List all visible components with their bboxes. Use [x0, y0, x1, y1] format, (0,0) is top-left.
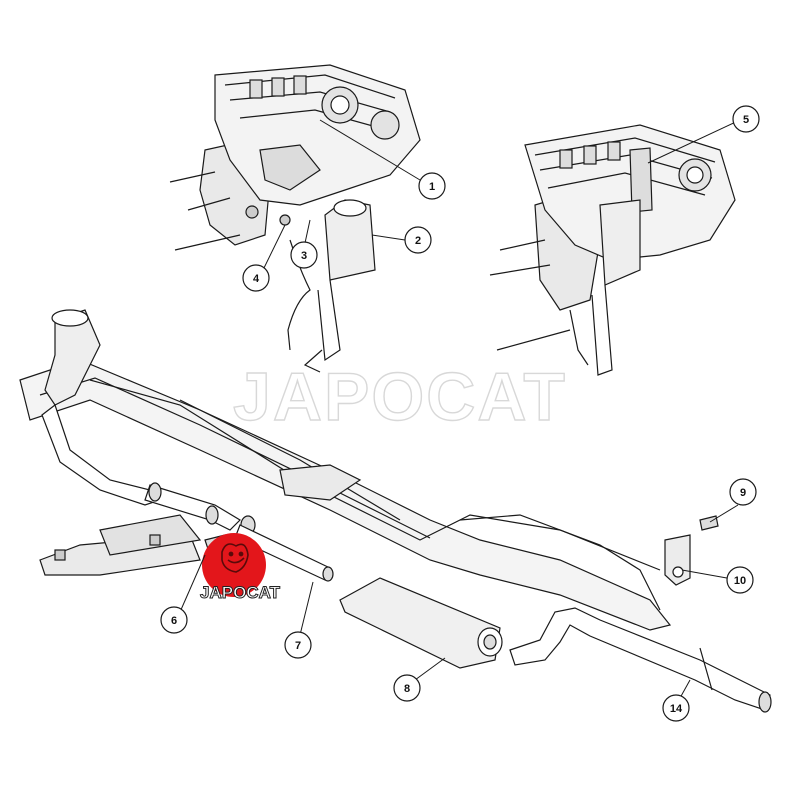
callout-8-label: 8: [404, 683, 410, 695]
callout-1-label: 1: [429, 181, 435, 193]
callout-9: 9: [729, 478, 757, 506]
callout-2-label: 2: [415, 235, 421, 247]
callout-5-label: 5: [743, 114, 749, 126]
logo-text: JAPOCAT: [200, 583, 281, 602]
watermark-text: JAPOCAT: [233, 359, 567, 435]
vehicle-frame-illustration: [19, 309, 772, 713]
callout-4: 4: [242, 264, 270, 292]
callout-2: 2: [404, 226, 432, 254]
callout-3: 3: [290, 241, 318, 269]
callout-9-label: 9: [740, 487, 746, 499]
engine-right-illustration: [489, 124, 736, 376]
callout-10-label: 10: [734, 575, 746, 587]
callout-5: 5: [732, 105, 760, 133]
callout-10: 10: [726, 566, 754, 594]
callout-1: 1: [418, 172, 446, 200]
callout-3-label: 3: [301, 250, 307, 262]
callout-7: 7: [284, 631, 312, 659]
callout-6: 6: [160, 606, 188, 634]
callout-7-label: 7: [295, 640, 301, 652]
callout-14-label: 14: [670, 703, 683, 715]
callout-14: 14: [662, 694, 690, 722]
callout-6-label: 6: [171, 615, 177, 627]
japocat-logo: JAPOCAT: [200, 533, 281, 603]
logo-red-disc: [202, 533, 266, 597]
callout-8: 8: [393, 674, 421, 702]
logo-cat-icon: [221, 543, 249, 573]
engine-left-illustration: [169, 64, 421, 373]
callout-4-label: 4: [253, 273, 260, 285]
